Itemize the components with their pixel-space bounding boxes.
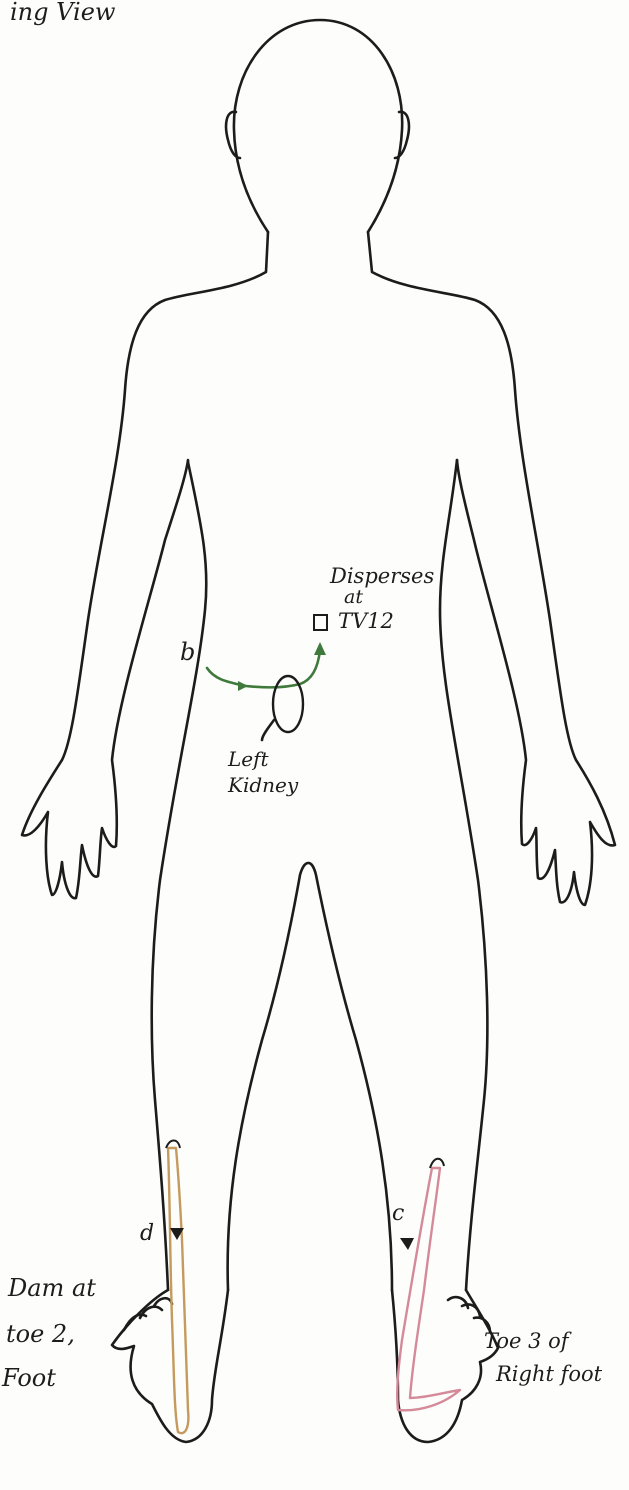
disperses-label-1: Disperses (329, 564, 434, 588)
dam-label-3: Foot (1, 1364, 56, 1392)
channel-c-line (397, 1168, 460, 1410)
left-foot (112, 1290, 228, 1442)
channel-c-label: c (392, 1201, 404, 1226)
dam-annotation: Dam at toe 2, Foot (1, 1274, 96, 1392)
inner-legs (228, 863, 392, 1290)
left-torso-line (152, 462, 207, 1290)
channel-d: d (140, 1141, 188, 1434)
left-toes (124, 1298, 172, 1330)
tv12-marker (314, 615, 327, 630)
head-outline (234, 20, 402, 232)
disperses-label-3: TV12 (338, 609, 394, 633)
channel-c-arrow (400, 1238, 414, 1250)
disperses-label-2: at (344, 586, 363, 608)
left-arm-outline (22, 232, 268, 898)
dam-label-1: Dam at (7, 1274, 96, 1302)
right-toes (448, 1297, 490, 1332)
channel-b-arrow-mid (238, 681, 248, 691)
channel-b-line (207, 650, 320, 687)
channel-d-line (168, 1148, 188, 1433)
kidney-label-1: Left (227, 747, 270, 771)
toe3-label-1: Toe 3 of (484, 1329, 572, 1353)
channel-d-label: d (140, 1221, 154, 1246)
channel-b-arrow-up (314, 642, 326, 655)
kidney-shape (273, 676, 303, 732)
toe3-annotation: Toe 3 of Right foot (484, 1329, 603, 1386)
kidney-pointer (262, 720, 274, 740)
kidney-label-2: Kidney (227, 773, 299, 797)
toe3-label-2: Right foot (495, 1362, 603, 1386)
channel-c: c (392, 1159, 460, 1411)
left-kidney: Left Kidney (227, 676, 303, 797)
title-fragment: ing View (10, 0, 116, 26)
tv12-point: Disperses at TV12 (314, 564, 434, 633)
channel-b-label: b (180, 638, 195, 666)
right-torso-line (440, 460, 487, 1290)
dam-label-2: toe 2, (6, 1320, 75, 1348)
right-foot (392, 1290, 498, 1442)
channel-b: b (180, 638, 326, 691)
body-outline (22, 20, 615, 1442)
channel-c-top (430, 1159, 444, 1168)
